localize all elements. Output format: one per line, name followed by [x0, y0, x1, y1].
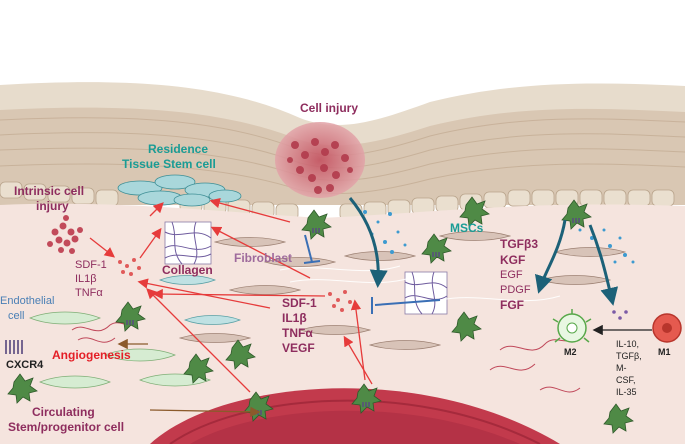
m2-macrophage-icon [552, 309, 592, 343]
label-intrinsic-1: Intrinsic cell [14, 184, 85, 198]
label-vegf-center: VEGF [282, 341, 315, 355]
label-angiogenesis: Angiogenesis [52, 348, 131, 362]
residence-stem-cells [117, 174, 242, 207]
label-circulating-1: Circulating [32, 405, 95, 419]
wound-cluster [275, 122, 365, 198]
intrinsic-injury-cluster [47, 215, 83, 254]
label-residence-2: Tissue Stem cell [122, 157, 216, 171]
label-tnfa-center: TNFα [282, 326, 313, 340]
label-fibroblast: Fibroblast [234, 251, 293, 265]
label-egf: EGF [500, 269, 523, 281]
label-fgf: FGF [500, 298, 524, 312]
label-m2: M2 [564, 347, 577, 357]
label-cxcr4: CXCR4 [6, 359, 44, 371]
label-il35: IL-35 [616, 387, 637, 397]
label-sdf1-center: SDF-1 [282, 296, 317, 310]
label-csf: CSF, [616, 375, 636, 385]
label-endothelial-1: Endothelial [0, 295, 55, 307]
label-tnfa-left: TNFα [75, 287, 103, 299]
collagen-fiber-box [164, 221, 212, 265]
label-pdgf: PDGF [500, 284, 531, 296]
label-intrinsic-2: injury [36, 199, 69, 213]
cxcr4-receptor-icon [5, 340, 23, 354]
label-kgf: KGF [500, 253, 526, 267]
label-cell-injury: Cell injury [300, 101, 359, 115]
label-circulating-2: Stem/progenitor cell [8, 420, 125, 434]
label-m1: M1 [658, 347, 671, 357]
collagen-fiber-box-2 [404, 271, 448, 315]
label-m-dash: M- [616, 363, 627, 373]
msc-cell-icon [7, 196, 634, 434]
label-il1b-left: IL1β [75, 273, 97, 285]
label-tgfb: TGFβ, [616, 351, 642, 361]
label-mscs: MSCs [450, 221, 484, 235]
label-sdf1-left: SDF-1 [75, 259, 107, 271]
label-collagen: Collagen [162, 263, 213, 277]
label-tgfb3: TGFβ3 [500, 237, 538, 251]
label-il10: IL-10, [616, 339, 640, 349]
label-residence-1: Residence [148, 142, 209, 156]
m1-macrophage-icon [652, 313, 682, 343]
label-endothelial-2: cell [8, 310, 25, 322]
label-il1b-center: IL1β [282, 311, 307, 325]
